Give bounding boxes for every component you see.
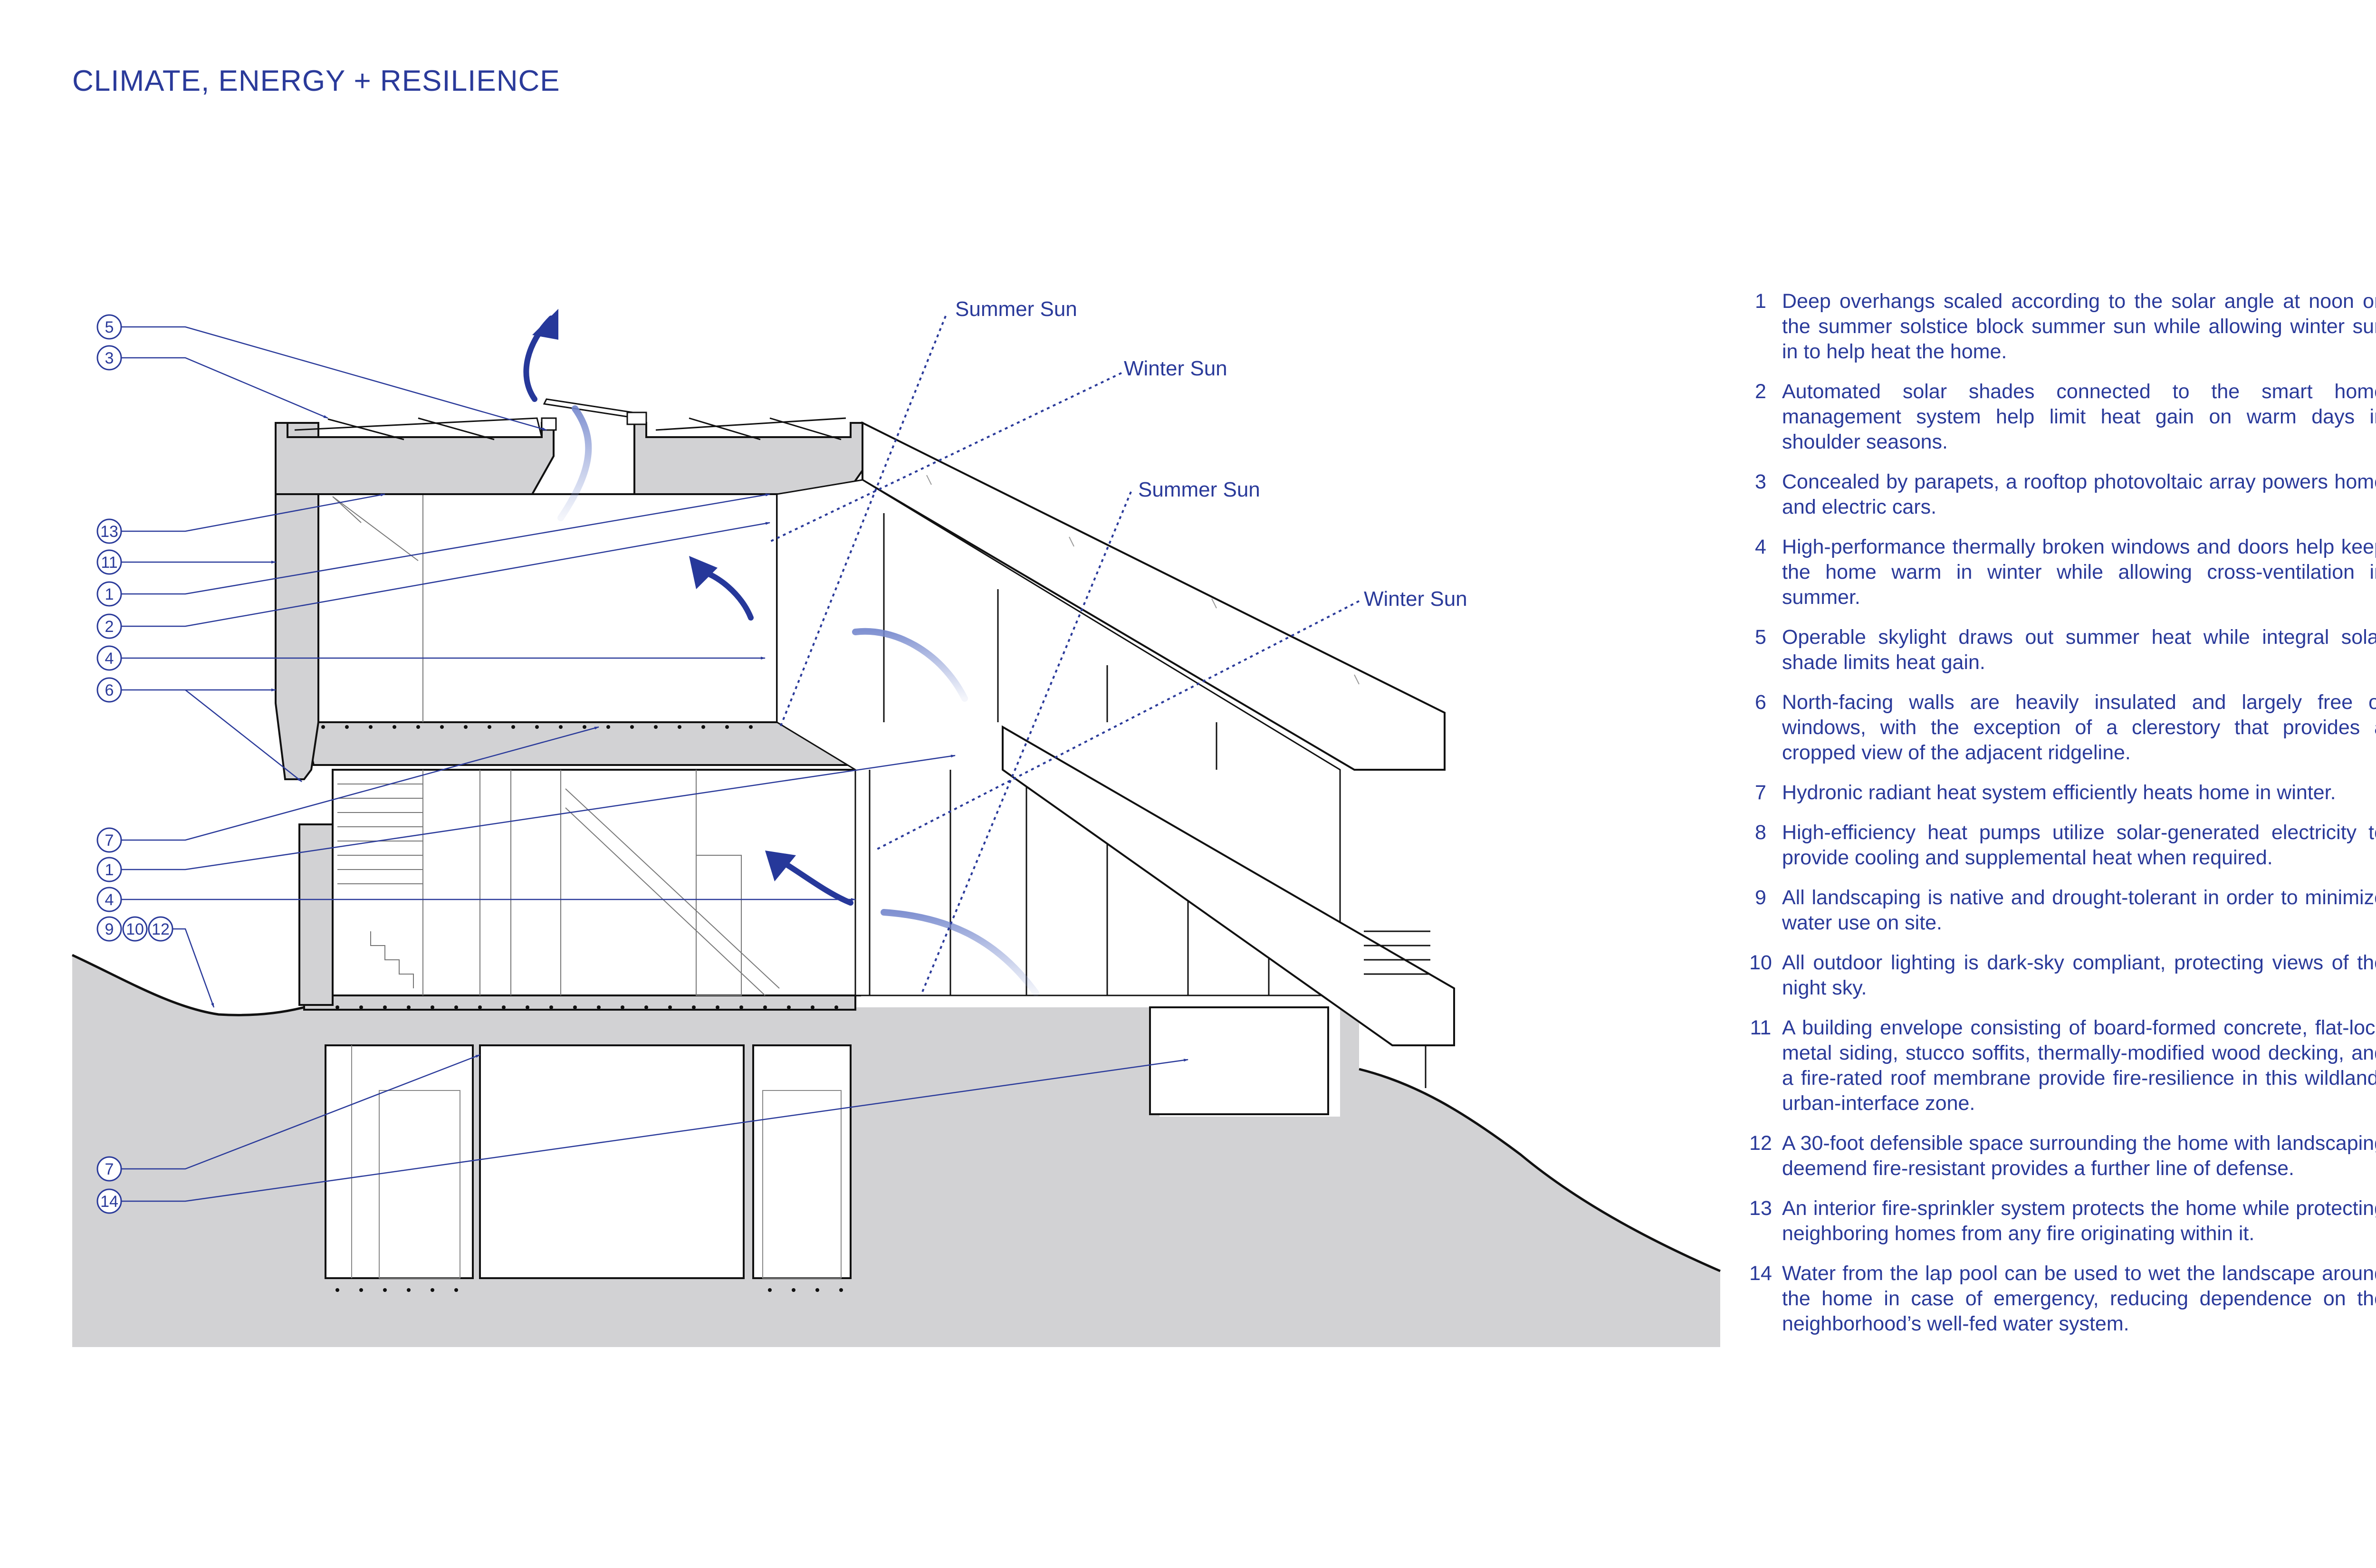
note-text: High-efficiency heat pumps utilize solar…: [1782, 821, 2376, 869]
callout-number: 2: [105, 618, 114, 636]
note-text: High-performance thermally broken window…: [1782, 535, 2376, 609]
winter-sun-label-2: Winter Sun: [1364, 587, 1467, 611]
callout-number: 1: [105, 585, 114, 603]
callout-number: 11: [101, 554, 117, 572]
summer-sun-label-1: Summer Sun: [955, 297, 1077, 321]
note-text: Deep overhangs scaled according to the s…: [1782, 290, 2376, 363]
basement-inner-lines: [351, 1045, 842, 1279]
ground-floor-interior: [332, 769, 861, 996]
note-number: 12: [1749, 1132, 1772, 1155]
ground-floor-slab: [303, 994, 856, 1011]
pv-array: [294, 417, 846, 440]
callout-number: 12: [152, 920, 170, 938]
note-number: 11: [1750, 1016, 1772, 1039]
callout-number: 4: [105, 650, 114, 668]
ventilation-arrowheads: [532, 309, 796, 881]
notes-list: 1 Deep overhangs scaled according to the…: [1739, 289, 2376, 1351]
callout-number: 5: [105, 318, 114, 336]
note-item: 2 Automated solar shades connected to th…: [1739, 379, 2376, 455]
ground-line: [71, 954, 305, 1016]
note-item: 6 North-facing walls are heavily insulat…: [1739, 690, 2376, 765]
note-item: 9 All landscaping is native and drought-…: [1739, 885, 2376, 936]
basement-rooms: [325, 1006, 1329, 1279]
note-text: North-facing walls are heavily insulated…: [1782, 691, 2376, 764]
ground-line-east: [1359, 1068, 1721, 1272]
ground-fill: [72, 955, 1720, 1347]
west-wall-lower: [298, 823, 334, 1006]
note-number: 6: [1755, 691, 1766, 714]
callout-circles: [96, 314, 173, 1214]
note-text: Operable skylight draws out summer heat …: [1782, 626, 2376, 674]
note-number: 3: [1755, 470, 1766, 493]
note-number: 10: [1749, 951, 1772, 974]
callout-number: 10: [126, 920, 144, 938]
roof-slab-east: [633, 422, 863, 495]
radiant-heat-dots: [321, 725, 843, 1292]
callout-number: 13: [100, 523, 118, 541]
note-number: 9: [1755, 886, 1766, 909]
sun-angle-lines: [769, 316, 1360, 994]
airflow-swirls: [557, 405, 1039, 996]
note-text: An interior fire-sprinkler system protec…: [1782, 1197, 2376, 1245]
note-item: 8 High-efficiency heat pumps utilize sol…: [1739, 820, 2376, 870]
building-section-diagram: Summer Sun Winter Sun Summer Sun Winter …: [71, 297, 1721, 1347]
roof-hatch: [926, 475, 1360, 685]
page-title: CLIMATE, ENERGY + RESILIENCE: [72, 65, 560, 97]
callout-number: 1: [105, 861, 114, 879]
note-item: 7 Hydronic radiant heat system efficient…: [1739, 780, 2376, 805]
note-number: 13: [1749, 1197, 1772, 1220]
note-item: 3 Concealed by parapets, a rooftop photo…: [1739, 469, 2376, 520]
sloping-roof-overhang: [862, 421, 1446, 771]
note-item: 12 A 30-foot defensible space surroundin…: [1739, 1131, 2376, 1181]
note-number: 14: [1749, 1262, 1772, 1285]
note-text: Water from the lap pool can be used to w…: [1782, 1262, 2376, 1335]
note-item: 4 High-performance thermally broken wind…: [1739, 535, 2376, 610]
callout-number: 7: [105, 832, 114, 850]
note-item: 10 All outdoor lighting is dark-sky comp…: [1739, 950, 2376, 1001]
note-number: 7: [1755, 781, 1766, 804]
callout-number: 4: [105, 891, 114, 909]
note-number: 1: [1755, 290, 1766, 313]
winter-sun-label-1: Winter Sun: [1124, 357, 1227, 380]
callout-number: 14: [100, 1193, 118, 1211]
callout-number: 7: [105, 1160, 114, 1178]
note-number: 4: [1755, 535, 1766, 558]
callout-number: 3: [105, 349, 114, 367]
upper-floor-interior: [317, 493, 778, 723]
note-text: All landscaping is native and drought-to…: [1782, 886, 2376, 934]
summer-sun-label-2: Summer Sun: [1138, 478, 1260, 501]
callout-number: 6: [105, 681, 114, 699]
note-item: 13 An interior fire-sprinkler system pro…: [1739, 1196, 2376, 1246]
stair-lower: [337, 770, 780, 996]
operable-skylight: [541, 398, 647, 431]
lower-sloped-canopy: [1002, 725, 1455, 1046]
note-text: A 30-foot defensible space surrounding t…: [1782, 1132, 2376, 1180]
note-number: 2: [1755, 380, 1766, 403]
note-item: 11 A building envelope consisting of boa…: [1739, 1015, 2376, 1116]
note-text: A building envelope consisting of board-…: [1782, 1016, 2376, 1115]
note-text: Concealed by parapets, a rooftop photovo…: [1782, 470, 2376, 518]
note-item: 5 Operable skylight draws out summer hea…: [1739, 625, 2376, 675]
note-number: 8: [1755, 821, 1766, 844]
note-item: 14 Water from the lap pool can be used t…: [1739, 1261, 2376, 1337]
callout-leader-lines: [121, 326, 1188, 1202]
note-text: All outdoor lighting is dark-sky complia…: [1782, 951, 2376, 999]
note-text: Hydronic radiant heat system efficiently…: [1782, 781, 2336, 804]
callout-number: 9: [105, 920, 114, 938]
callout-numbers: 5 3 13 11 1 2 4 6 7 1 4 9 10 12 7 14: [100, 318, 170, 1211]
note-number: 5: [1755, 626, 1766, 649]
note-text: Automated solar shades connected to the …: [1782, 380, 2376, 453]
note-item: 1 Deep overhangs scaled according to the…: [1739, 289, 2376, 364]
deck-railing: [1364, 930, 1430, 1088]
